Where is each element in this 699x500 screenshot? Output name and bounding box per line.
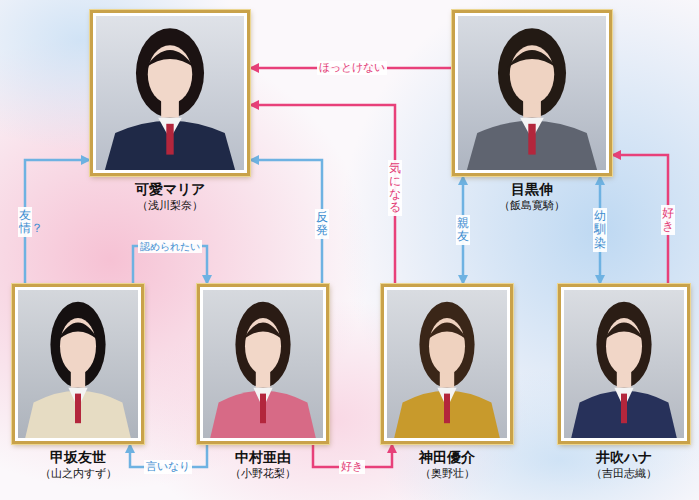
necktie xyxy=(528,124,535,155)
hair xyxy=(498,28,566,117)
actor-name: （奥野壮） xyxy=(344,466,550,482)
relation-label: 気になる xyxy=(388,160,402,217)
relation-label: 幼馴染 xyxy=(593,208,607,252)
relation-arrow xyxy=(250,105,395,284)
photo-backdrop xyxy=(96,16,244,170)
name-caption: 可愛マリア（浅川梨奈） xyxy=(53,180,287,214)
necktie xyxy=(444,394,450,424)
photo-backdrop xyxy=(387,290,507,438)
hair-fringe xyxy=(145,50,195,68)
hair-fringe xyxy=(58,323,99,341)
photo-backdrop xyxy=(564,290,684,438)
hair-fringe xyxy=(427,323,468,341)
hair xyxy=(136,28,204,117)
character-portrait: 甲坂友世（山之内すず） xyxy=(12,284,144,444)
portrait-photo xyxy=(387,290,507,438)
relation-label: 好き xyxy=(339,460,365,474)
uniform xyxy=(210,391,316,438)
character-portrait: 井吹ハナ（吉田志織） xyxy=(558,284,690,444)
actor-name: （浅川梨奈） xyxy=(53,198,287,214)
hair-fringe xyxy=(604,323,645,341)
character-portrait: 目黒伸（飯島寛騎） xyxy=(452,10,612,176)
hair-fringe xyxy=(243,323,284,341)
photo-backdrop xyxy=(203,290,323,438)
character-name: 目黒伸 xyxy=(415,180,649,198)
necktie xyxy=(621,394,627,424)
relation-arrow xyxy=(250,160,322,284)
character-portrait: 神田優介（奥野壮） xyxy=(381,284,513,444)
necktie xyxy=(260,394,266,424)
hair-fringe xyxy=(507,50,557,68)
portrait-photo xyxy=(564,290,684,438)
relation-label: 好き xyxy=(661,205,675,235)
name-caption: 目黒伸（飯島寛騎） xyxy=(415,180,649,214)
photo-backdrop xyxy=(458,16,606,170)
hair xyxy=(596,302,651,388)
portrait-photo xyxy=(18,290,138,438)
hair xyxy=(50,302,105,388)
character-name: 可愛マリア xyxy=(53,180,287,198)
uniform xyxy=(571,391,677,438)
actor-name: （吉田志織） xyxy=(521,466,699,482)
character-name: 神田優介 xyxy=(344,448,550,466)
portrait-photo xyxy=(203,290,323,438)
relation-label: 親友 xyxy=(456,215,470,245)
necktie xyxy=(166,124,173,155)
name-caption: 井吹ハナ（吉田志織） xyxy=(521,448,699,482)
photo-backdrop xyxy=(18,290,138,438)
hair xyxy=(419,302,474,388)
relation-label: 友情？ xyxy=(18,207,32,237)
relation-label: ほっとけない xyxy=(317,61,387,75)
uniform xyxy=(25,391,131,438)
relation-label: 認められたい xyxy=(138,240,202,253)
name-caption: 神田優介（奥野壮） xyxy=(344,448,550,482)
relation-label: 言いなり xyxy=(144,460,192,474)
character-name: 井吹ハナ xyxy=(521,448,699,466)
character-portrait: 中村亜由（小野花梨） xyxy=(197,284,329,444)
portrait-photo xyxy=(96,16,244,170)
relation-label: 反発 xyxy=(315,209,329,239)
character-portrait: 可愛マリア（浅川梨奈） xyxy=(90,10,250,176)
portrait-photo xyxy=(458,16,606,170)
uniform xyxy=(105,121,235,170)
necktie xyxy=(75,394,81,424)
uniform xyxy=(394,391,500,438)
actor-name: （飯島寛騎） xyxy=(415,198,649,214)
hair xyxy=(235,302,290,388)
relation-arrow xyxy=(25,160,90,284)
uniform xyxy=(467,121,597,170)
relation-arrow xyxy=(612,155,668,284)
